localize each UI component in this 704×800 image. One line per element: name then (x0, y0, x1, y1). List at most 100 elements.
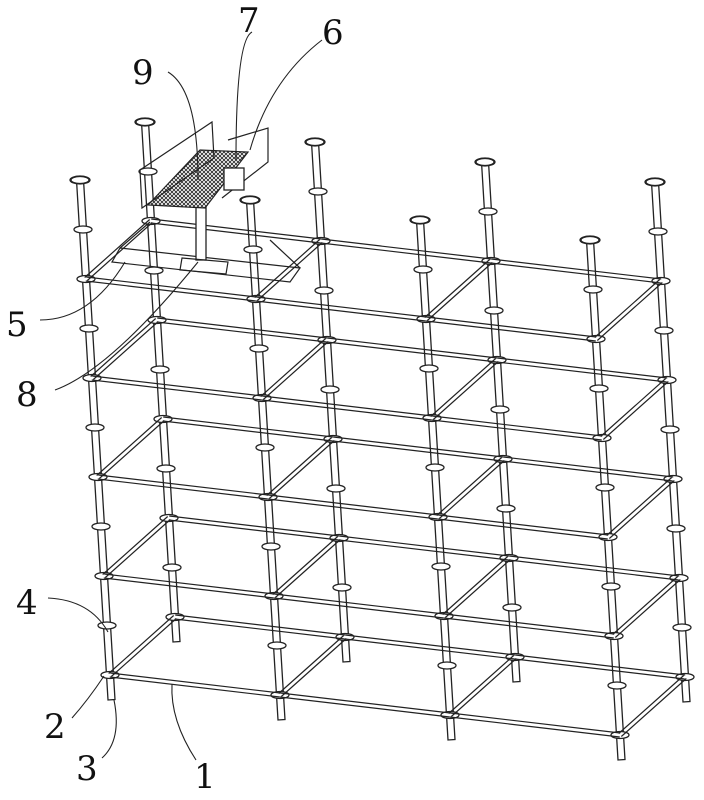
transverse-bar-edge (612, 576, 679, 635)
rosette-joint (91, 522, 111, 531)
rosette-joint (419, 364, 439, 373)
transverse-bar (614, 579, 681, 638)
part-labels: 7 6 9 5 8 4 2 3 1 (6, 1, 344, 797)
rosette-joint (654, 326, 674, 335)
rosette-joint (255, 443, 275, 452)
transverse-bar (268, 440, 335, 499)
transverse-bar-edge (278, 635, 345, 694)
transverse-bar-edge (102, 516, 169, 575)
label-5: 5 (6, 305, 28, 345)
horizontal-bar (431, 419, 602, 441)
horizontal-bar (320, 242, 491, 264)
transverse-bar-edge (272, 536, 339, 595)
rosette-joint (320, 385, 340, 394)
horizontal-bar (514, 658, 685, 680)
rosette-joint (249, 344, 269, 353)
horizontal-bar (496, 361, 667, 383)
horizontal-bar-edge (426, 316, 597, 338)
support-frame-rail (119, 221, 301, 269)
transverse-bar-edge (430, 358, 497, 417)
transverse-bar (98, 420, 165, 479)
rosette-joint (589, 384, 609, 393)
column-base (179, 257, 229, 275)
horizontal-bar (109, 676, 280, 698)
horizontal-bar (338, 539, 509, 561)
leader-5 (39, 261, 126, 321)
rosette-joint (502, 603, 522, 612)
rosette-joint (431, 562, 451, 571)
scaffold-frame (69, 117, 695, 761)
horizontal-bar (156, 321, 327, 343)
horizontal-bar (502, 460, 673, 482)
rosette-joint (267, 641, 287, 650)
horizontal-bar-edge (280, 692, 451, 714)
rosette-joint (607, 681, 627, 690)
transverse-bar (256, 242, 323, 301)
rosette-joint (666, 524, 686, 533)
rosette-joint (478, 207, 498, 216)
label-8: 8 (16, 375, 38, 415)
horizontal-bar-edge (92, 375, 263, 397)
rosette-joint (243, 245, 263, 254)
rosette-joint (410, 215, 430, 225)
transverse-bar-edge (254, 239, 321, 298)
horizontal-bar (255, 300, 426, 322)
transverse-bar-edge (442, 556, 509, 615)
transverse-bar (444, 559, 511, 618)
rosette-joint (305, 137, 325, 147)
horizontal-bar (508, 559, 679, 581)
support-frame (111, 247, 302, 283)
rosette-joint (490, 405, 510, 414)
horizontal-bar (103, 577, 274, 599)
horizontal-bar-edge (450, 712, 621, 734)
transverse-bar-edge (594, 279, 661, 338)
side-guard-plate-right (221, 127, 269, 199)
horizontal-bar-edge (268, 494, 439, 516)
rosette-joint (70, 175, 90, 185)
rosette-joint (162, 563, 182, 572)
horizontal-bar-edge (438, 514, 609, 536)
horizontal-bar (168, 519, 339, 541)
horizontal-bar-edge (86, 276, 257, 298)
side-guard-plate (139, 120, 215, 210)
leader-4 (47, 597, 109, 633)
rosette-joint (601, 582, 621, 591)
transverse-bar (274, 539, 341, 598)
transverse-bar (262, 341, 329, 400)
transverse-bar-edge (606, 477, 673, 536)
horizontal-bar-edge (151, 218, 322, 240)
horizontal-bar (174, 618, 345, 640)
rosette-joint (580, 235, 600, 245)
rosette-joint (645, 177, 665, 187)
horizontal-bar-edge (327, 337, 498, 359)
rosette-joint (156, 464, 176, 473)
rosette-joint (595, 483, 615, 492)
top-platform (111, 120, 302, 283)
leader-2 (71, 675, 105, 719)
transverse-bar-edge (618, 675, 685, 734)
label-4: 4 (16, 583, 38, 623)
leader-6 (249, 39, 323, 151)
horizontal-bar-edge (497, 357, 668, 379)
rosette-joint (437, 661, 457, 670)
horizontal-bar-edge (444, 613, 615, 635)
horizontal-bar-edge (169, 515, 340, 537)
transverse-bar-edge (600, 378, 667, 437)
rosette-joint (240, 195, 260, 205)
horizontal-bar-edge (339, 535, 510, 557)
rosette-joint (144, 266, 164, 275)
horizontal-bar-edge (175, 614, 346, 636)
horizontal-bar-edge (503, 456, 674, 478)
horizontal-bar-edge (345, 634, 516, 656)
horizontal-bar (261, 399, 432, 421)
horizontal-bar-edge (491, 258, 662, 280)
transverse-bar (602, 381, 669, 440)
transverse-bar-edge (108, 615, 175, 674)
horizontal-bar-edge (256, 296, 427, 318)
rosette-joint (496, 504, 516, 513)
rosette-joint (150, 365, 170, 374)
transverse-bar (86, 222, 153, 281)
label-1: 1 (194, 757, 216, 797)
